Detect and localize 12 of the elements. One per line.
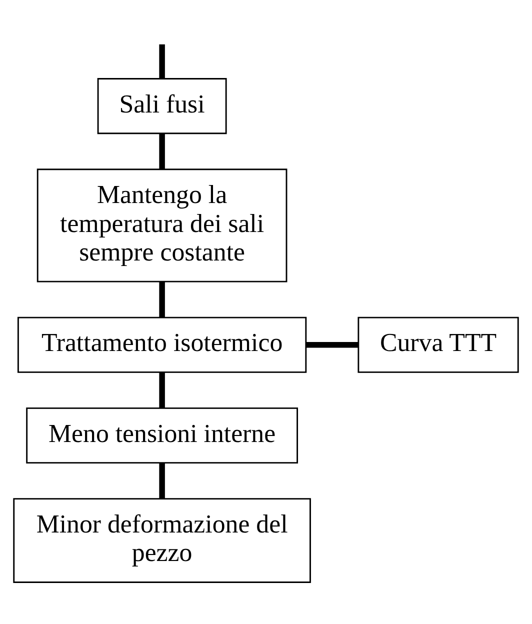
node-box: Trattamento isotermico: [17, 316, 307, 372]
node-box: Mantengo la temperatura dei sali sempre costante: [36, 168, 288, 282]
connector: [159, 133, 165, 169]
node-box: Curva TTT: [358, 316, 519, 372]
connector: [159, 372, 165, 408]
connector: [306, 342, 358, 348]
connector: [159, 281, 165, 316]
connector: [159, 44, 165, 78]
node-box: Minor deformazione del pezzo: [13, 498, 311, 582]
connector: [159, 462, 165, 498]
node-box: Sali fusi: [97, 78, 227, 134]
node-box: Meno tensioni interne: [26, 406, 298, 464]
